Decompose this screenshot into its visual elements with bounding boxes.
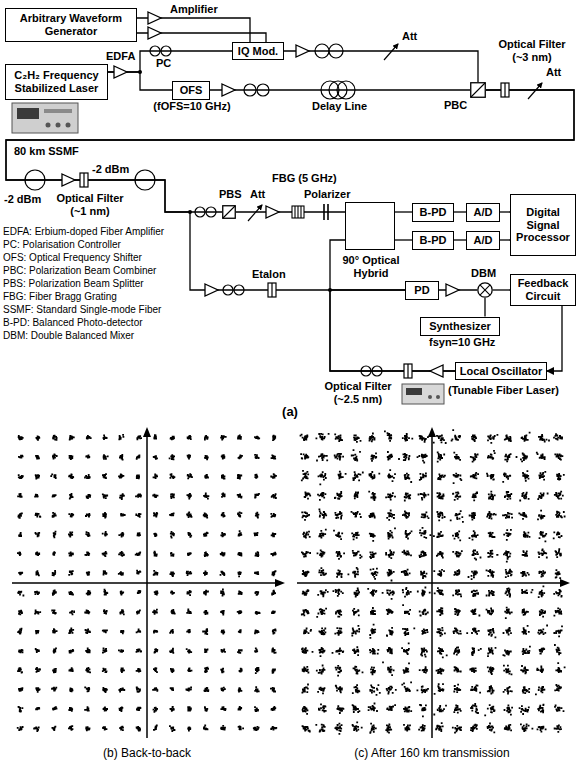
node-label: A/D	[474, 206, 493, 219]
component-label: Polarizer	[304, 188, 350, 201]
beam-cube-symbol	[222, 205, 236, 219]
adc-box: A/D	[466, 231, 500, 250]
beam-cube-symbol	[470, 82, 486, 98]
abbreviation-note: EDFA: Erbium-doped Fiber Amplifier	[3, 226, 164, 238]
node-note: (Tunable Fiber Laser)	[448, 384, 559, 397]
node-label: 90° Optical Hybrid	[334, 254, 408, 279]
fiber-link	[484, 298, 485, 317]
abbreviation-note: PBS: Polarization Beam Splitter	[3, 278, 144, 290]
node-label: PD	[414, 284, 429, 297]
control-box: Feedback Circuit	[510, 274, 576, 306]
component-label: Etalon	[252, 268, 286, 281]
fiber-link	[500, 211, 510, 212]
abbreviation-note: PC: Polarisation Controller	[3, 239, 121, 251]
mixer-symbol: DBM	[477, 282, 493, 298]
panel-caption: (c) After 160 km transmission	[354, 746, 509, 760]
node-label: C₂H₂ Frequency Stabilized Laser	[8, 69, 105, 94]
node-label: Digital Signal Processor	[513, 206, 573, 244]
component-label: Optical Filter (~1 nm)	[50, 192, 130, 218]
modulator-box: IQ Mod.	[232, 42, 284, 60]
processor-box: Digital Signal Processor	[510, 194, 576, 256]
component-label: Att	[402, 30, 417, 43]
component-label: PC	[156, 57, 171, 70]
panel-caption: (b) Back-to-back	[103, 746, 191, 760]
beam-combiner: PBC	[470, 82, 486, 98]
constellation-points	[300, 429, 566, 735]
adc-box: A/D	[466, 203, 500, 222]
fbg-symbol	[292, 206, 304, 218]
fiber-link	[330, 240, 455, 371]
abbreviation-note: SSMF: Standard Single-mode Fiber	[3, 304, 161, 316]
node-label: Arbitrary Waveform Generator	[8, 12, 134, 37]
detector-box: B-PD	[412, 231, 454, 250]
component-label: Att	[546, 66, 561, 79]
fiber-link	[500, 239, 510, 240]
instrument-box: Arbitrary Waveform Generator	[5, 8, 137, 42]
constellation-points	[17, 434, 277, 732]
component-label: Amplifier	[170, 3, 218, 16]
component-label: Att	[250, 188, 265, 201]
node-label: B-PD	[420, 206, 447, 219]
shifter-box: OFS(fOFS=10 GHz)	[172, 81, 210, 100]
component-label: -2 dBm	[4, 193, 41, 206]
attenuator-symbol	[248, 44, 542, 221]
abbreviation-note: B-PD: Balanced Photo-detector	[3, 317, 143, 329]
polarizer-symbol	[324, 204, 328, 220]
fiber-link	[454, 211, 466, 212]
component-label: -2 dBm	[92, 163, 129, 176]
detector-box: B-PD	[412, 203, 454, 222]
node-label: OFS	[180, 84, 203, 97]
node-label: DBM	[471, 267, 496, 280]
component-label: FBG (5 GHz)	[272, 172, 337, 185]
node-label: Local Oscillator	[460, 365, 543, 378]
abbreviation-note: OFS: Optical Frequency Shifter	[3, 252, 142, 264]
abbreviation-note: DBM: Double Balanced Mixer	[3, 330, 134, 342]
beam-splitter: PBS	[222, 205, 236, 219]
component-label: Delay Line	[312, 100, 367, 113]
synthesizer-box: Synthesizerfsyn=10 GHz	[420, 317, 500, 336]
component-label: Optical Filter (~3 nm)	[492, 38, 572, 64]
laser-box: C₂H₂ Frequency Stabilized Laser	[5, 64, 108, 100]
abbreviation-note: PBC: Polarization Beam Combiner	[3, 265, 156, 277]
fiber-link	[210, 89, 470, 90]
node-label: Feedback Circuit	[513, 277, 573, 302]
panel-caption: (a)	[282, 404, 298, 420]
node-note: fsyn=10 GHz	[429, 336, 495, 349]
node-label: A/D	[474, 234, 493, 247]
fiber-link	[493, 289, 510, 290]
component-label: 80 km SSMF	[14, 145, 79, 158]
component-label: EDFA	[106, 50, 135, 63]
node-label: B-PD	[420, 234, 447, 247]
component-label: Optical Filter (~2.5 nm)	[318, 380, 398, 406]
fiber-link	[395, 211, 412, 212]
node-label: Synthesizer	[429, 320, 491, 333]
abbreviation-note: FBG: Fiber Bragg Grating	[3, 291, 117, 303]
mixer-circle	[477, 282, 493, 298]
hybrid-box: 90° Optical Hybrid	[345, 202, 395, 250]
axis-arrowhead	[143, 427, 570, 587]
node-label: PBC	[444, 99, 467, 112]
fiber-link	[454, 239, 466, 240]
node-label: IQ Mod.	[238, 45, 278, 58]
fiber-link	[547, 306, 562, 371]
laser-box: Local Oscillator(Tunable Fiber Laser)	[455, 362, 547, 380]
detector-box: PD	[405, 281, 439, 300]
fiber-link	[395, 239, 412, 240]
node-note: (fOFS=10 GHz)	[153, 100, 231, 113]
fiber-link	[284, 51, 478, 82]
node-label: PBS	[219, 188, 242, 201]
